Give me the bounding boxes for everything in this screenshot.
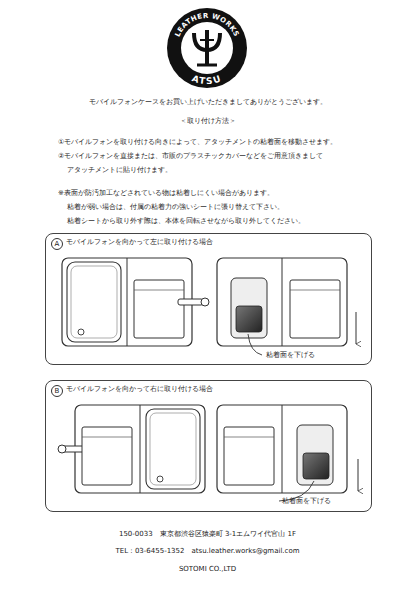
instruction-text: ＜取り付け方法＞ [0,117,415,126]
logo-symbol [200,39,214,41]
attachment [297,425,333,485]
case-drawing [217,258,356,355]
panel-heading: モバイルフォンを向かって右に取り付ける場合 [66,385,213,394]
footer-text: SOTOMI CO.,LTD [0,565,415,574]
instruction-text: ①モバイルフォンを取り付ける向きによって、アタッチメントの粘着面を移動させます。 [58,138,337,147]
logo-text: ATSU [191,73,224,86]
case-drawing [217,405,358,501]
down-arrow [356,312,357,344]
adhesive-pad [236,306,262,332]
case-letter: A [51,238,63,250]
card-pocket [134,280,184,338]
logo-symbol [205,30,209,66]
instruction-text: 粘着が弱い場合は、付属の粘着力の強いシートに張り替えて下さい。 [67,203,284,212]
card-pocket [82,427,132,485]
strap-knob [58,445,66,453]
down-arrow [358,459,359,491]
phone [146,409,200,489]
instruction-text: ※表面が防汚加工などされている物は粘着しにくい場合があります。 [58,189,274,198]
card-pocket [224,427,274,485]
logo-symbol [197,64,217,67]
instruction-text: モバイルフォンケースをお買い上げいただきましてありがとうございます。 [0,98,415,107]
leader-line [248,334,262,355]
instruction-panel: Bモバイルフォンを向かって右に取り付ける場合 [45,380,372,512]
case-letter: B [51,385,63,397]
case-drawing [62,258,209,346]
footer-text: 150-0033 東京都渋谷区猿楽町 3-1エムワイ代官山 1F [0,530,415,539]
case-drawing [58,405,205,493]
panel-heading: モバイルフォンを向かって左に取り付ける場合 [66,238,213,247]
open-case [217,258,347,346]
logo-ring [167,8,247,88]
strap-knob [201,298,209,306]
strap [178,299,203,305]
callout-text: 粘着面を下げる [266,351,315,360]
instruction-text: 粘着シートから取り外す際は、本体を回転させながら取り外してください。 [67,217,305,226]
phone [67,262,121,342]
attachment [231,278,267,338]
footer-text: TEL : 03-6455-1352 atsu.leather.works@gm… [0,547,415,556]
instruction-text: アタッチメントに貼り付けます。 [67,166,172,175]
open-case [217,405,347,493]
logo-center [181,22,233,74]
adhesive-pad [303,453,329,479]
logo-text: LEATHER WORKS [173,12,240,38]
card-pocket [290,280,340,338]
open-case [75,405,205,493]
logo [167,8,247,88]
open-case [62,258,192,346]
instruction-text: ②モバイルフォンを直接または、市販のプラスチックカバーなどをご用意頂きまして [58,152,323,161]
callout-text: 粘着面を下げる [282,497,331,506]
instruction-panel: Aモバイルフォンを向かって左に取り付ける場合 [45,233,372,365]
